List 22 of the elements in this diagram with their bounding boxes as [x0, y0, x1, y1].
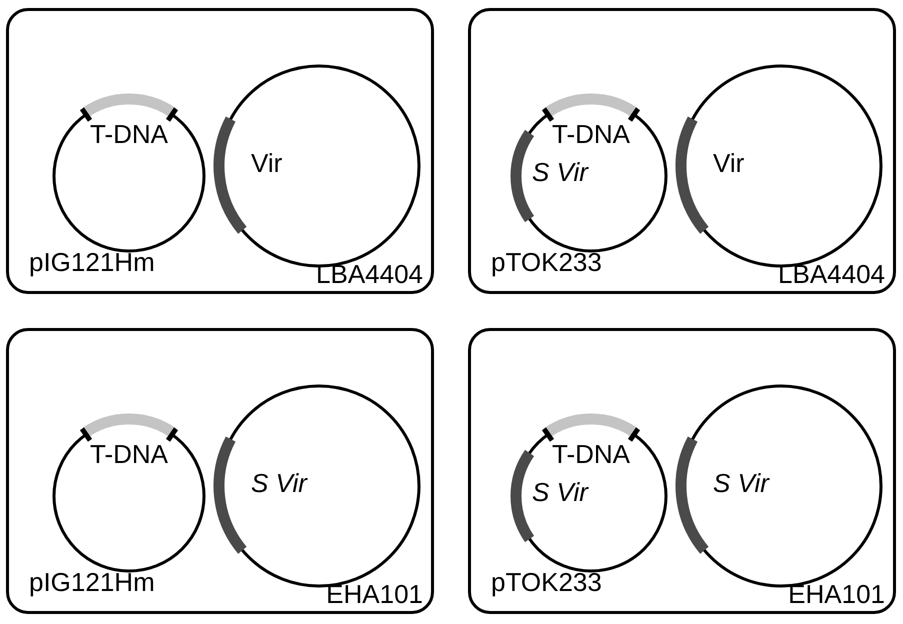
strain-panel: [468, 8, 896, 294]
gene-label: T-DNA: [90, 441, 168, 467]
gene-label: Vir: [251, 150, 282, 176]
gene-label: S Vir: [251, 470, 307, 496]
strain-name: EHA101: [326, 581, 423, 607]
strain-name: LBA4404: [316, 261, 423, 287]
strain-name: LBA4404: [778, 261, 885, 287]
gene-label: S Vir: [532, 159, 588, 185]
strain-panel: [6, 328, 434, 614]
gene-label: Vir: [713, 150, 744, 176]
strain-panel: [468, 328, 896, 614]
plasmid-name: pIG121Hm: [29, 569, 155, 595]
strain-panel: [6, 8, 434, 294]
gene-label: T-DNA: [552, 121, 630, 147]
gene-label: S Vir: [532, 479, 588, 505]
plasmid-name: pIG121Hm: [29, 249, 155, 275]
gene-label: T-DNA: [552, 441, 630, 467]
strain-name: EHA101: [788, 581, 885, 607]
gene-label: T-DNA: [90, 121, 168, 147]
gene-label: S Vir: [713, 470, 769, 496]
plasmid-name: pTOK233: [491, 249, 602, 275]
plasmid-name: pTOK233: [491, 569, 602, 595]
